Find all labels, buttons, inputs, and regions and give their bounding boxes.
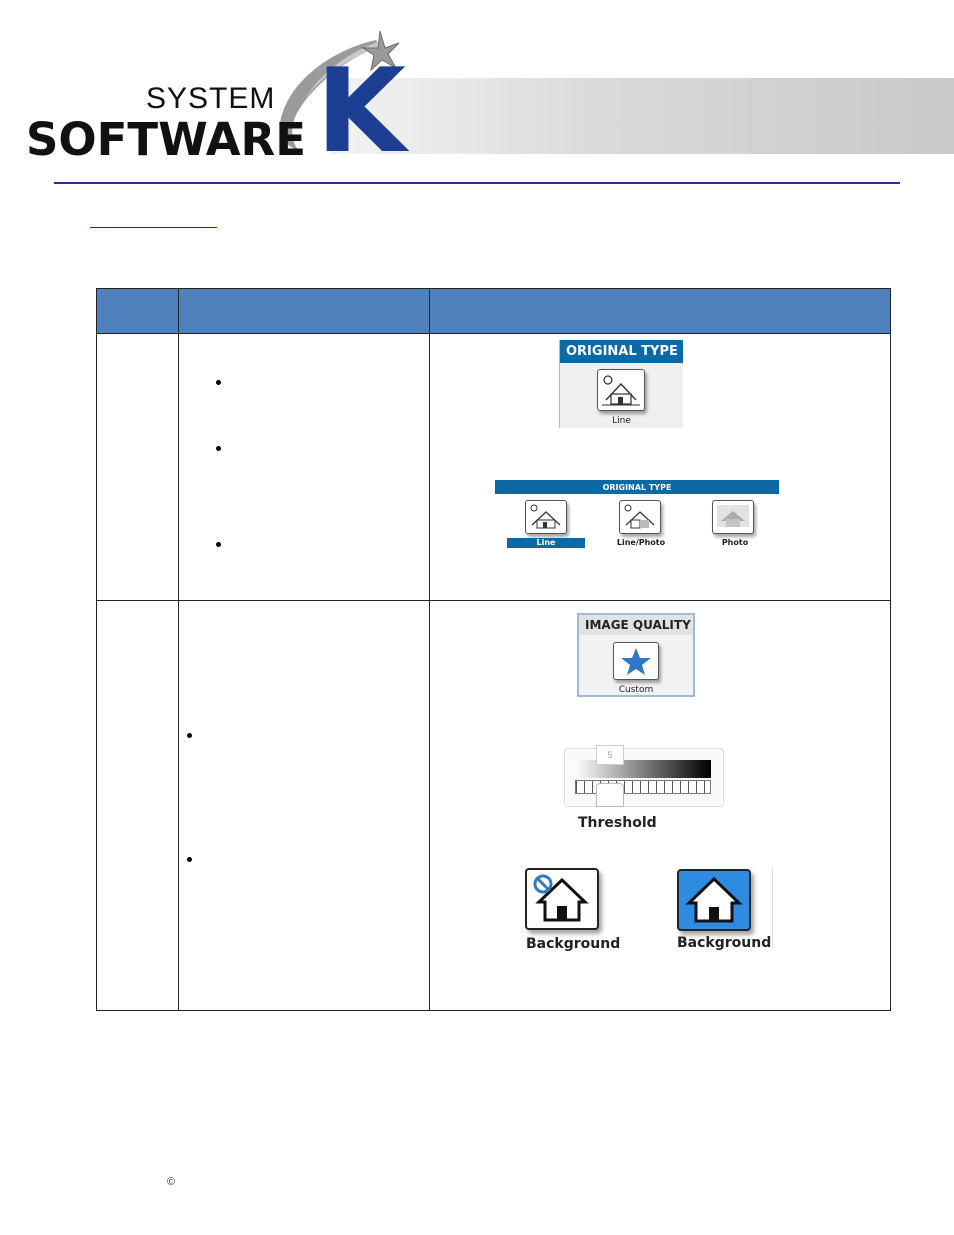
table-row-divider [97,600,890,601]
image-quality-panel: IMAGE QUALITY Custom [577,613,695,697]
background-panel-edge [772,868,773,948]
table-header-row [97,289,890,333]
bullet [216,380,221,385]
threshold-slider[interactable]: 5 [564,745,724,807]
threshold-slider-thumb[interactable] [596,783,624,807]
bullet [187,733,192,738]
logo-k-letter: K [316,44,406,179]
line-option-label: Line [507,538,585,548]
photo-option-label: Photo [721,538,749,547]
house-background-icon [685,876,743,923]
table-col-divider-2 [429,289,430,1011]
copyright-symbol: © [167,1176,176,1188]
bullet [216,542,221,547]
custom-option-label: Custom [618,685,654,695]
bullet [216,446,221,451]
image-quality-title: IMAGE QUALITY [579,615,693,635]
logo-system-text: SYSTEM [146,82,276,115]
original-type-panel: ORIGINAL TYPE Line [559,340,683,428]
table-header-divider [97,333,890,334]
bullet [187,857,192,862]
heading-link-underline[interactable] [90,227,217,228]
background-on-label: Background [677,935,772,951]
threshold-label: Threshold [578,815,657,831]
threshold-value-display: 5 [596,745,624,765]
original-type-title: ORIGINAL TYPE [560,340,683,363]
house-photo-icon [717,505,749,527]
line-photo-option-label: Line/Photo [616,538,666,547]
star-swoosh-icon [279,30,400,150]
background-on-button[interactable] [677,869,751,931]
settings-table [96,288,891,1011]
house-line-icon [602,375,640,406]
star-icon [621,648,651,675]
line-option-button[interactable] [525,500,567,534]
custom-option-button[interactable] [613,642,659,680]
background-off-button[interactable] [525,868,599,930]
line-option-button[interactable] [597,369,645,411]
table-col-divider-1 [178,289,179,1011]
house-no-background-icon [533,874,589,922]
line-option-label: Line [612,416,631,426]
house-line-photo-icon [624,504,655,529]
photo-option-button[interactable] [712,500,754,534]
header-band [330,78,954,154]
house-line-icon [530,504,561,529]
logo-software-text: SOFTWARE [26,113,306,166]
line-photo-option-button[interactable] [619,500,661,534]
background-off-label: Background [526,936,621,952]
header-rule [54,182,900,184]
original-type-bar-title: ORIGINAL TYPE [495,480,779,494]
